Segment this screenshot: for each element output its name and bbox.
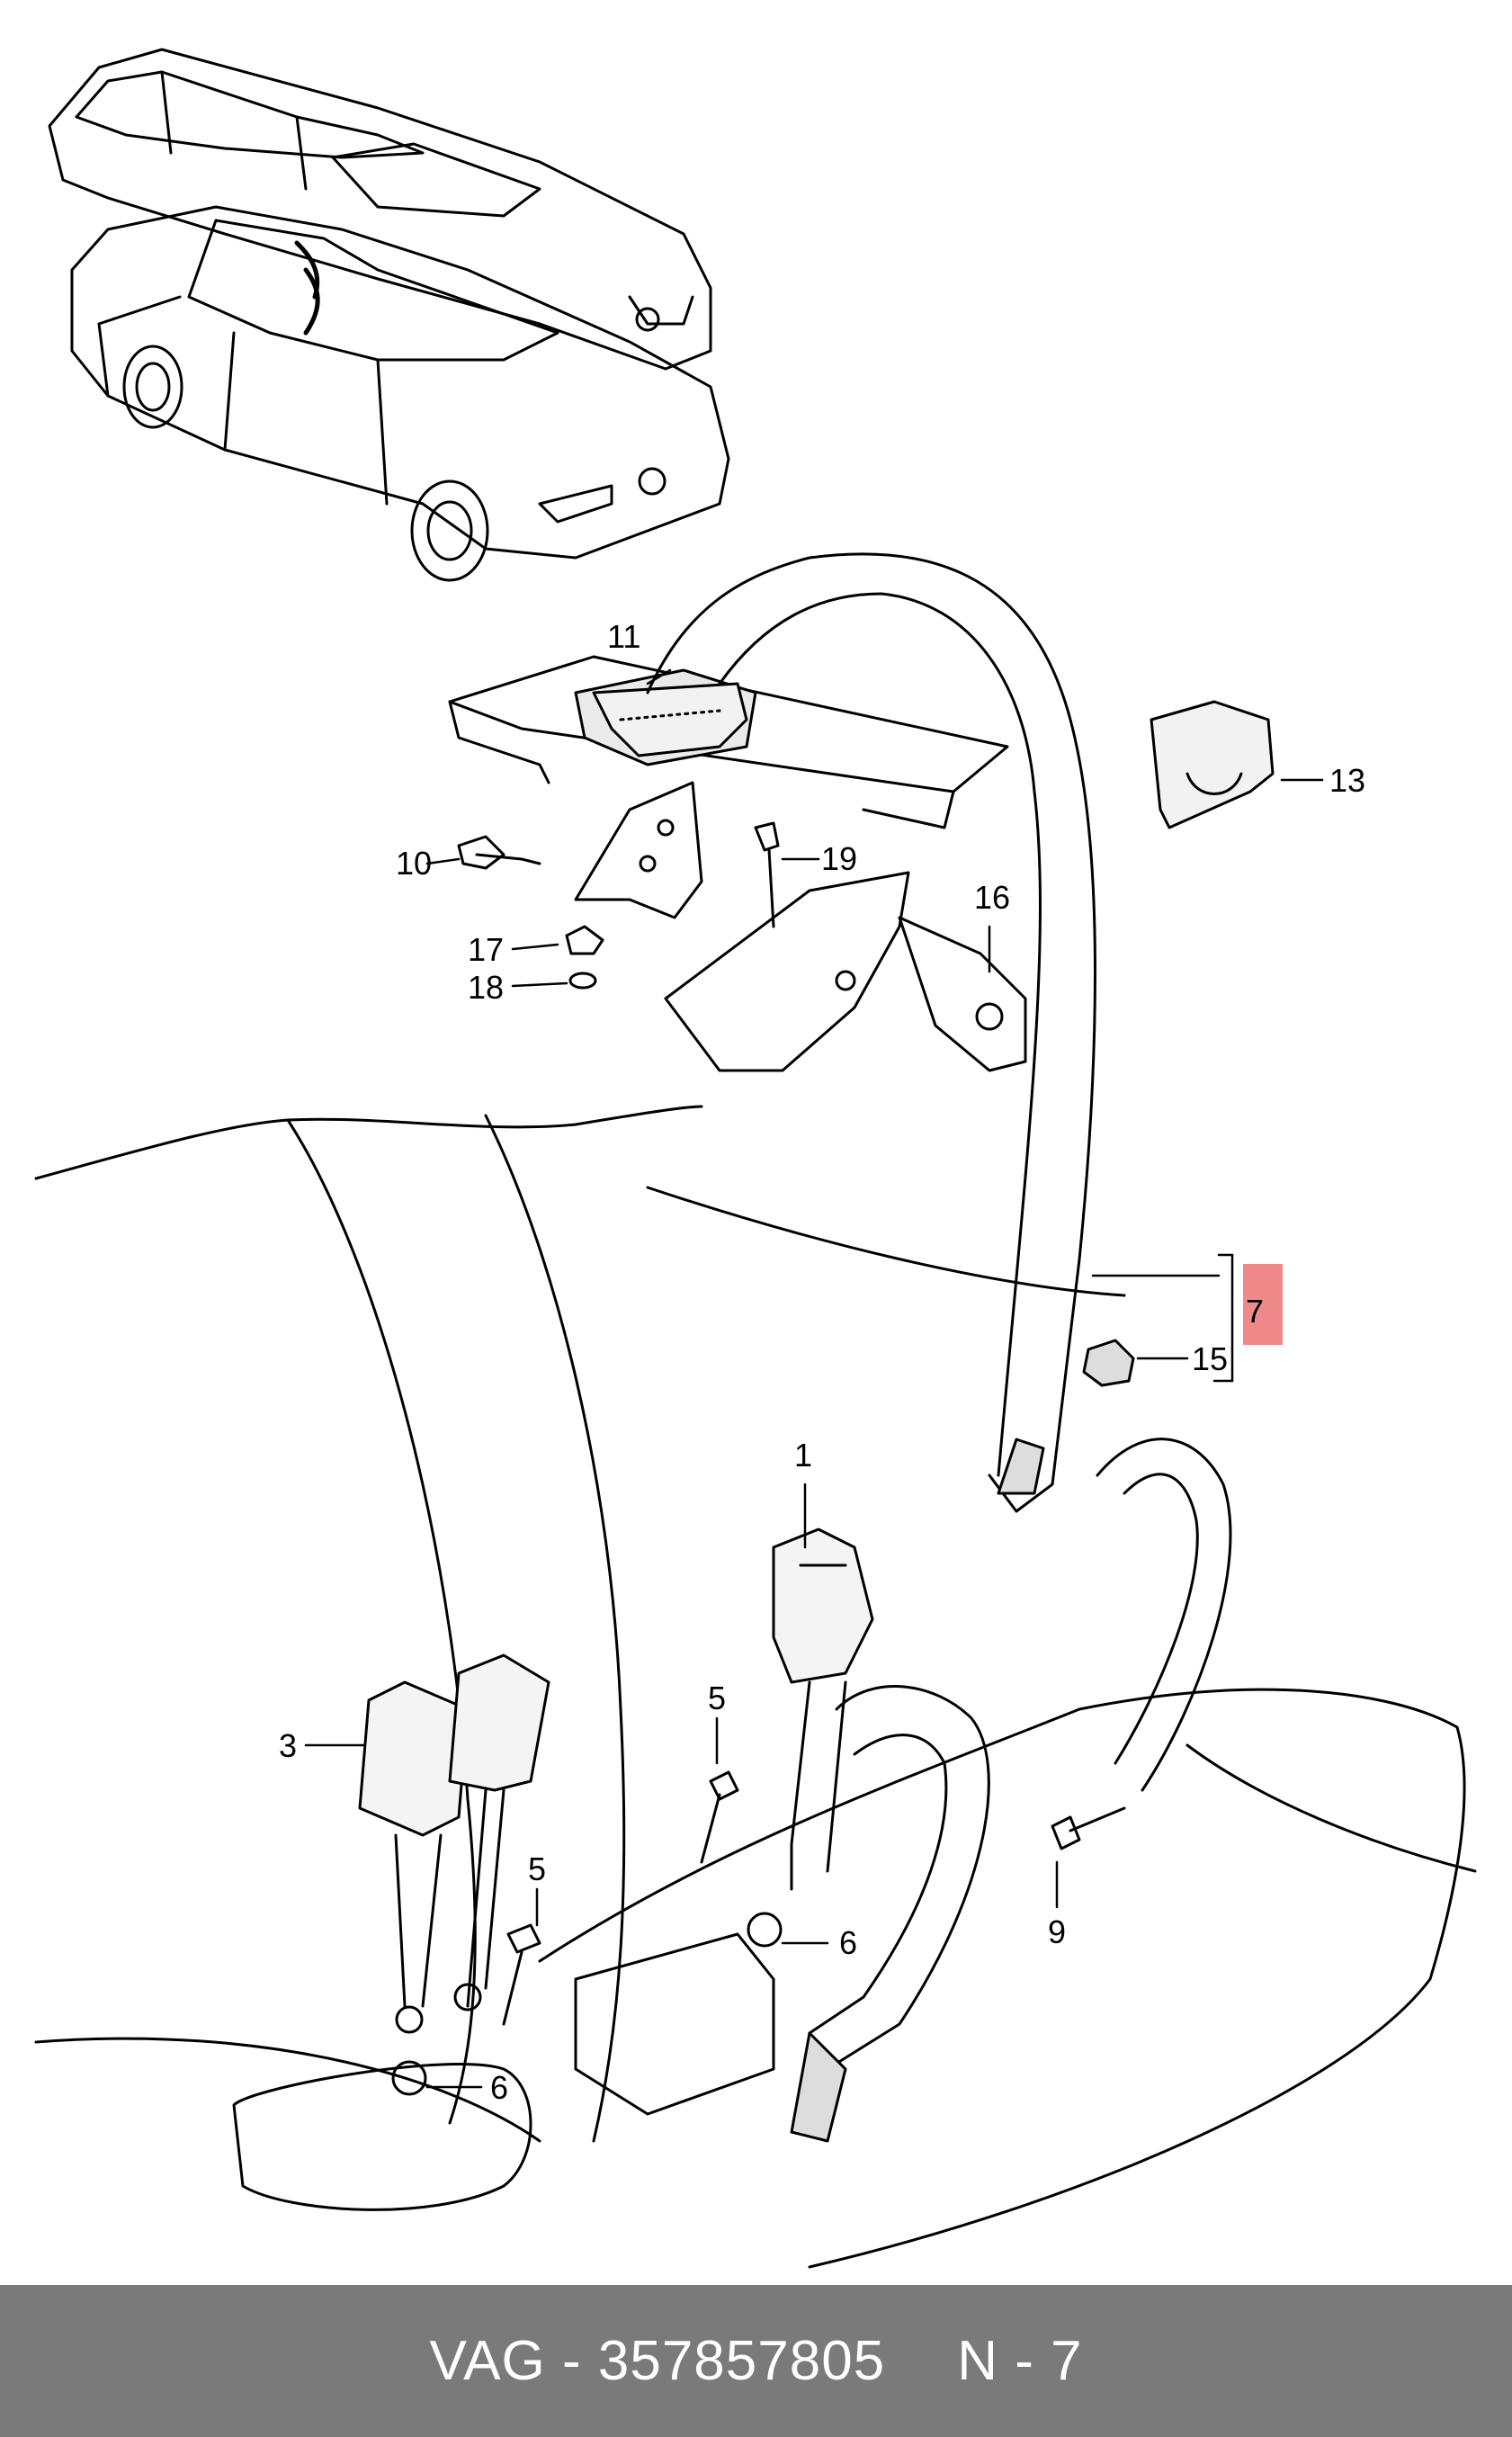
callout-18: 18: [468, 969, 504, 1006]
upper-mount-panel: [448, 655, 1009, 829]
shoulder-belt-webbing: [646, 552, 1096, 1513]
retractor-bracket-16: [664, 871, 1027, 1072]
callout-5b: 5: [528, 1850, 546, 1887]
callout-5a: 5: [708, 1680, 726, 1716]
hardware-17-18-19: [565, 821, 780, 990]
callout-1: 1: [794, 1437, 812, 1474]
callout-19: 19: [821, 840, 857, 877]
bolt-5a: [700, 1770, 739, 1864]
rear-seat-back: [34, 1105, 1126, 2143]
trim-piece-13: [1150, 700, 1275, 829]
callout-17: 17: [468, 931, 504, 968]
page-label: N - 7: [957, 2330, 1083, 2392]
callout-10: 10: [396, 845, 432, 882]
callout-3: 3: [279, 1727, 297, 1764]
exploded-parts-diagram: 1 3 5 5 6 6 7 9 10 11 13 15 16 17 18 19: [34, 48, 1477, 2269]
buckle-3: [358, 1653, 550, 2034]
sedan-illustration: [70, 205, 730, 582]
callout-11: 11: [607, 618, 640, 655]
callout-7: 7: [1246, 1293, 1264, 1330]
callout-labels: 1 3 5 5 6 6 7 9 10 11 13 15 16 17 18 19: [279, 618, 1365, 2106]
bolt-9: [1051, 1806, 1126, 1850]
buckle-1: [772, 1528, 874, 1891]
washers-6: [391, 1912, 783, 2096]
nut-15: [1082, 1339, 1135, 1387]
callout-6b: 6: [490, 2069, 508, 2106]
part-number-footer: VAG - 357857805 N - 7: [0, 2285, 1512, 2437]
part-number-label: VAG - 357857805: [429, 2330, 886, 2392]
callout-13: 13: [1329, 762, 1365, 799]
leader-lines: [304, 668, 1324, 2089]
callout-16: 16: [974, 879, 1010, 916]
bolt-5b: [502, 1923, 541, 2026]
callout-6a: 6: [839, 1924, 857, 1961]
upper-anchor-plate: [457, 781, 703, 919]
callout-9: 9: [1048, 1913, 1066, 1950]
station-wagon-illustration: [48, 48, 712, 371]
callout-15: 15: [1192, 1340, 1228, 1377]
belt-guide-11: [592, 682, 748, 757]
lap-belt-webbing: [790, 1438, 1232, 2143]
rear-seat-cushion: [232, 1688, 1477, 2269]
highlight-callout-7: [1243, 1264, 1283, 1345]
